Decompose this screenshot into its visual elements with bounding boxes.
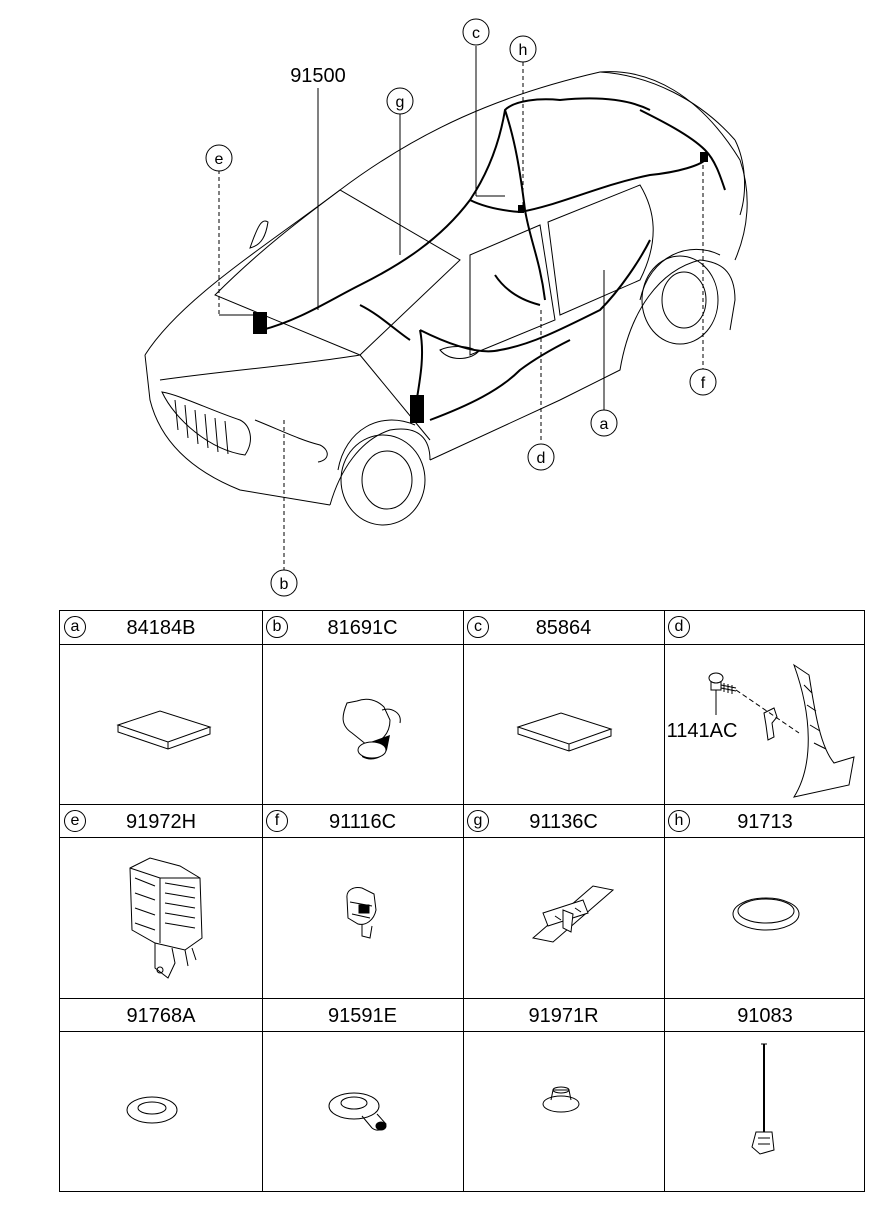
- header-91591E: 91591E: [262, 999, 463, 1032]
- wiring-harness: [261, 97, 726, 421]
- header-f: f 91116C: [262, 805, 463, 838]
- callout-b: b: [280, 576, 289, 593]
- callout-g: g: [396, 94, 405, 111]
- part-number: 81691C: [327, 617, 398, 639]
- callout-h: h: [519, 42, 528, 59]
- part-image-91136C: [531, 885, 615, 943]
- callout-d: d: [537, 450, 546, 467]
- header-e: e 91972H: [60, 805, 262, 838]
- car-body-outline: [144, 71, 748, 526]
- part-image-91768A: [126, 1096, 178, 1124]
- harness-connectors: [253, 152, 708, 423]
- part-number: 91972H: [125, 811, 197, 833]
- part-image-91972H: [129, 857, 203, 979]
- part-image-d-bolt-bracket: 1141AC: [667, 663, 855, 798]
- header-d: d: [664, 611, 866, 644]
- letter-badge: c: [467, 616, 489, 638]
- part-image-91713: [732, 897, 800, 931]
- letter-badge: d: [668, 616, 690, 638]
- part-number: 84184B: [126, 617, 196, 639]
- part-number: 91591E: [328, 1005, 397, 1027]
- part-number: 85864: [535, 617, 592, 639]
- header-g: g 91136C: [463, 805, 664, 838]
- main-part-label: 91500: [290, 65, 346, 87]
- part-image-91083: [751, 1043, 775, 1155]
- part-image-91971R: [542, 1086, 580, 1113]
- part-number: 91116C: [328, 811, 397, 833]
- part-number: 91713: [737, 811, 793, 833]
- part-number: 91136C: [529, 811, 598, 833]
- part-number-1141AC: 1141AC: [667, 720, 738, 742]
- part-image-91116C: [346, 887, 377, 939]
- part-number: 91768A: [126, 1005, 196, 1027]
- callout-e: e: [215, 151, 224, 168]
- letter-badge: b: [266, 616, 288, 638]
- header-91083: 91083: [664, 999, 866, 1032]
- part-image-84184B: [116, 710, 212, 750]
- part-number: 91971R: [528, 1005, 599, 1027]
- part-image-85864: [516, 712, 613, 752]
- callout-f: f: [701, 375, 706, 392]
- header-c: c 85864: [463, 611, 664, 644]
- callout-a: a: [600, 416, 609, 433]
- parts-table: a 84184B b 81691C c 85864 d: [59, 610, 865, 1192]
- part-image-91591E: [328, 1092, 387, 1131]
- letter-badge: f: [266, 810, 288, 832]
- header-b: b 81691C: [262, 611, 463, 644]
- header-a: a 84184B: [60, 611, 262, 644]
- callout-markers: 91500 c h g e f a d b: [205, 18, 717, 597]
- part-image-81691C: [342, 698, 401, 760]
- header-91971R: 91971R: [463, 999, 664, 1032]
- part-number: 91083: [737, 1005, 793, 1027]
- header-91768A: 91768A: [60, 999, 262, 1032]
- callout-c: c: [472, 25, 480, 42]
- letter-badge: e: [64, 810, 86, 832]
- header-h: h 91713: [664, 805, 866, 838]
- leader-lines: [218, 46, 704, 570]
- letter-badge: a: [64, 616, 86, 638]
- letter-badge: h: [668, 810, 690, 832]
- letter-badge: g: [467, 810, 489, 832]
- car-wiring-diagram: 91500 c h g e f a d b: [144, 18, 748, 597]
